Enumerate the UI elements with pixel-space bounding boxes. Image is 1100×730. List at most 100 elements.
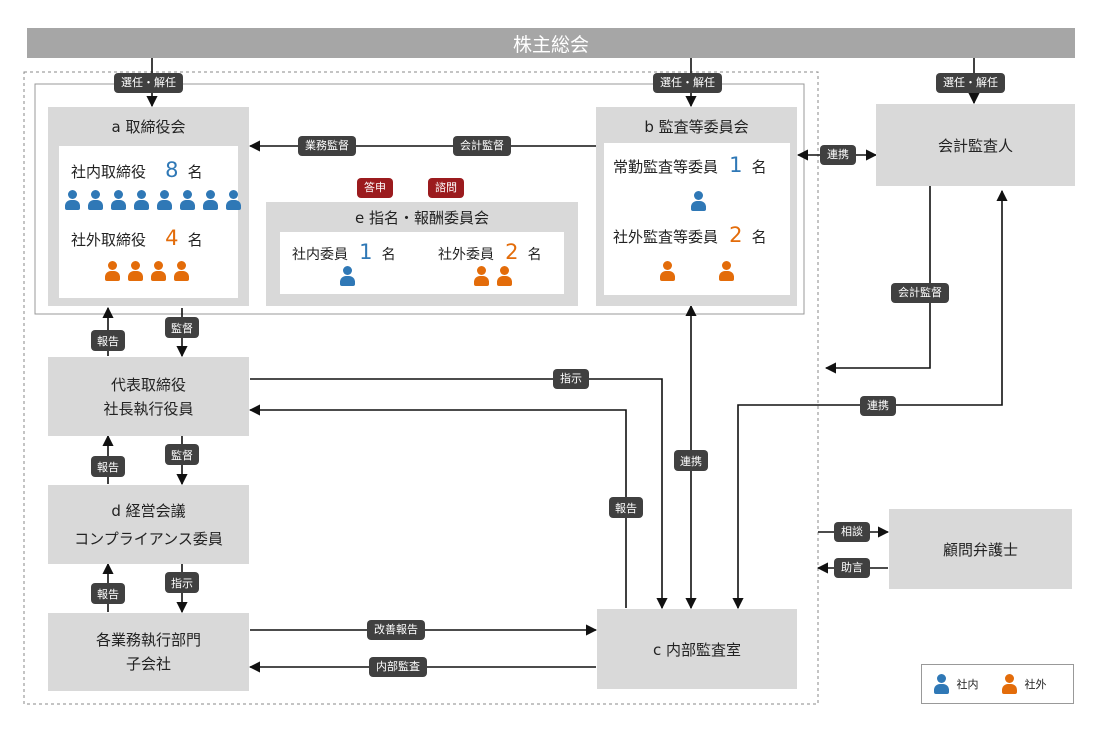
improvement-report-tag: 改善報告: [367, 620, 425, 640]
legend: 社内 社外: [921, 664, 1074, 704]
inside-person-icon: [226, 190, 241, 210]
outside-directors-icons: [101, 261, 193, 285]
consult-red-tag: 諮問: [428, 178, 464, 198]
accountant-title: 会計監査人: [937, 136, 1013, 155]
nomination-inside-icons: [336, 266, 359, 290]
outside-person-icon: [105, 261, 120, 281]
nomination-inside-count: 1: [359, 240, 373, 264]
outside-auditor-count: 2: [729, 223, 743, 247]
internal-audit-title: c 内部監査室: [652, 640, 742, 659]
divisions-line1: 各業務執行部門: [95, 631, 201, 649]
nomination-inside-row: 社内委員 1 名: [292, 240, 396, 264]
ceo-line2: 社長執行役員: [103, 399, 194, 418]
appoint-board-tag: 選任・解任: [114, 73, 183, 93]
board-box: a 取締役会 社内取締役 8 名 社外取締役 4 名: [48, 107, 249, 306]
inside-person-icon: [134, 190, 149, 210]
board-members-panel: 社内取締役 8 名 社外取締役 4 名: [59, 146, 241, 298]
fulltime-auditor-label: 常勤監査等委員: [613, 158, 719, 176]
accountant-box: 会計監査人: [876, 104, 1075, 186]
outside-auditor-icons: [656, 261, 738, 285]
outside-person-icon: [151, 261, 166, 281]
inside-person-icon: [157, 190, 172, 210]
inside-directors-row: 社内取締役 8 名: [71, 158, 231, 182]
management-meeting-box: d 経営会議 コンプライアンス委員: [48, 485, 249, 564]
inside-person-icon: [65, 190, 80, 210]
nomination-outside-label: 社外委員: [438, 247, 494, 263]
outside-person-icon: [174, 261, 189, 281]
fulltime-auditor-count: 1: [729, 153, 743, 177]
appoint-accountant-tag: 選任・解任: [936, 73, 1005, 93]
report-board-tag: 報告: [91, 330, 125, 351]
audit-committee-box: b 監査等委員会 常勤監査等委員 1 名 社外監査等委員 2 名: [596, 107, 797, 306]
outside-person-icon: [474, 266, 489, 286]
nomination-committee-title: e 指名・報酬委員会: [355, 208, 489, 227]
inside-directors-label: 社内取締役: [71, 163, 147, 181]
outside-person-icon: [497, 266, 512, 286]
report-ceo-tag: 報告: [91, 456, 125, 477]
nomination-outside-count: 2: [505, 240, 519, 264]
outside-auditor-label: 社外監査等委員: [613, 228, 719, 246]
inside-person-icon: [203, 190, 218, 210]
outside-auditor-unit: 名: [751, 228, 767, 246]
ceo-instruct-arrow: [250, 378, 668, 610]
nomination-inside-unit: 名: [381, 247, 396, 263]
outside-person-icon: [128, 261, 143, 281]
nomination-outside-row: 社外委員 2 名: [438, 240, 542, 264]
report-internal-tag: 報告: [609, 497, 643, 518]
nomination-outside-unit: 名: [527, 247, 542, 263]
board-title: a 取締役会: [111, 117, 186, 136]
nomination-committee-box: e 指名・報酬委員会 社内委員 1 名 社外委員 2 名: [266, 202, 578, 306]
report-red-tag: 答申: [357, 178, 393, 198]
outside-person-icon: [1002, 674, 1017, 694]
management-meeting-title: d 経営会議: [111, 501, 186, 520]
audit-members-panel: 常勤監査等委員 1 名 社外監査等委員 2 名: [604, 143, 790, 295]
cooperation-audit-tag: 連携: [674, 450, 708, 471]
outside-person-icon: [719, 261, 734, 281]
legend-inside-label: 社内: [956, 678, 979, 691]
cooperation-internal-tag: 連携: [860, 396, 896, 416]
nomination-outside-icons: [470, 266, 516, 290]
ceo-box: 代表取締役 社長執行役員: [48, 357, 249, 436]
internal-audit-tag: 内部監査: [369, 657, 427, 677]
instruct-ceo-tag: 指示: [553, 369, 589, 389]
lawyer-title: 顧問弁護士: [942, 540, 1018, 559]
internal-report-arrow: [248, 404, 627, 608]
legend-outside-label: 社外: [1024, 678, 1047, 691]
nomination-members-panel: 社内委員 1 名 社外委員 2 名: [280, 232, 564, 294]
divisions-line2: 子会社: [125, 655, 171, 673]
accounting-audit-tag-2: 会計監督: [891, 283, 949, 303]
legend-inside: 社内: [934, 674, 979, 694]
advice-tag: 助言: [834, 558, 870, 578]
divisions-box: 各業務執行部門 子会社: [48, 613, 249, 691]
accountant-audit-arrow: [824, 186, 931, 374]
instruct-meeting-tag: 指示: [165, 572, 199, 593]
fulltime-auditor-row: 常勤監査等委員 1 名: [613, 153, 767, 177]
management-meeting-subtitle: コンプライアンス委員: [74, 529, 223, 548]
fulltime-auditor-unit: 名: [751, 158, 767, 176]
inside-directors-count: 8: [165, 158, 179, 182]
internal-audit-box: c 内部監査室: [597, 609, 797, 689]
supervise-board-tag: 監督: [165, 317, 199, 338]
lawyer-box: 顧問弁護士: [889, 509, 1072, 589]
nomination-inside-label: 社内委員: [292, 247, 348, 263]
inside-person-icon: [88, 190, 103, 210]
supervise-ceo-tag: 監督: [165, 444, 199, 465]
inside-person-icon: [340, 266, 355, 286]
fulltime-auditor-icons: [687, 191, 710, 215]
business-audit-tag: 業務監督: [298, 136, 356, 156]
shareholders-meeting-bar: 株主総会: [27, 28, 1075, 58]
ceo-line1: 代表取締役: [110, 375, 186, 394]
shareholders-meeting-label: 株主総会: [512, 33, 589, 56]
outside-auditor-row: 社外監査等委員 2 名: [613, 223, 767, 247]
outside-directors-row: 社外取締役 4 名: [71, 226, 231, 250]
outside-directors-count: 4: [165, 226, 179, 250]
inside-person-icon: [934, 674, 949, 694]
report-meeting-tag: 報告: [91, 583, 125, 604]
inside-directors-unit: 名: [187, 163, 203, 181]
inside-person-icon: [691, 191, 706, 211]
cooperation-accountant-tag: 連携: [820, 145, 856, 165]
outside-directors-unit: 名: [187, 231, 203, 249]
outside-directors-label: 社外取締役: [71, 231, 147, 249]
legend-outside: 社外: [1002, 674, 1047, 694]
inside-directors-icons: [61, 190, 241, 214]
